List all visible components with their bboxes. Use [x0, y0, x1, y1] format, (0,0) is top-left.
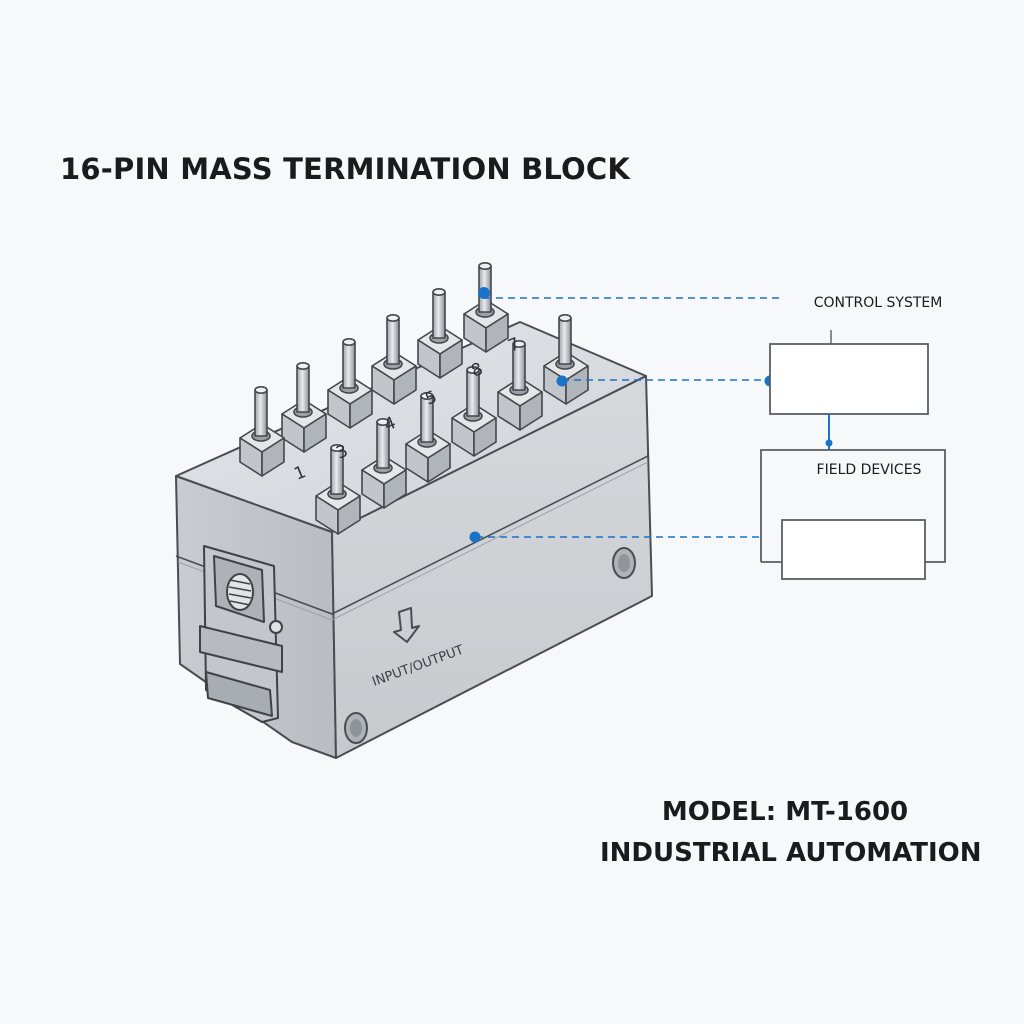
screw-clamp	[199, 545, 283, 723]
field-devices-label: FIELD DEVICES	[817, 462, 922, 478]
leader-dot	[556, 375, 568, 387]
io-arrow-icon	[393, 607, 420, 643]
pin-terminal	[497, 339, 543, 431]
leader-dot	[478, 287, 490, 299]
field-devices-frame	[760, 449, 946, 563]
pin-terminal	[405, 391, 451, 483]
pin-terminal	[371, 313, 417, 405]
leader-lines	[476, 297, 784, 538]
tagline-label: INDUSTRIAL AUTOMATION	[600, 838, 982, 868]
pin-terminal	[281, 361, 327, 453]
pin-terminal	[543, 313, 589, 405]
pin-terminal	[315, 443, 361, 535]
control-system-label: CONTROL SYSTEM	[814, 295, 943, 311]
pin-terminal	[417, 287, 463, 379]
footer: MODEL: MT-1600 INDUSTRIAL AUTOMATION	[600, 792, 982, 874]
control-system-box	[769, 343, 929, 415]
leader-dot	[469, 531, 481, 543]
pin-terminal	[451, 365, 497, 457]
pin-terminal	[327, 337, 373, 429]
leader-dots	[469, 287, 833, 543]
model-label: MODEL: MT-1600	[661, 797, 909, 827]
field-device-box	[781, 519, 926, 580]
pin-terminal	[463, 261, 509, 353]
pin-terminal	[361, 417, 407, 509]
schematic	[760, 330, 946, 580]
pin-array	[239, 261, 589, 535]
diagram-title: 16-PIN MASS TERMINATION BLOCK	[60, 152, 631, 186]
mounting-holes	[344, 547, 636, 744]
pin-terminal	[239, 385, 285, 477]
